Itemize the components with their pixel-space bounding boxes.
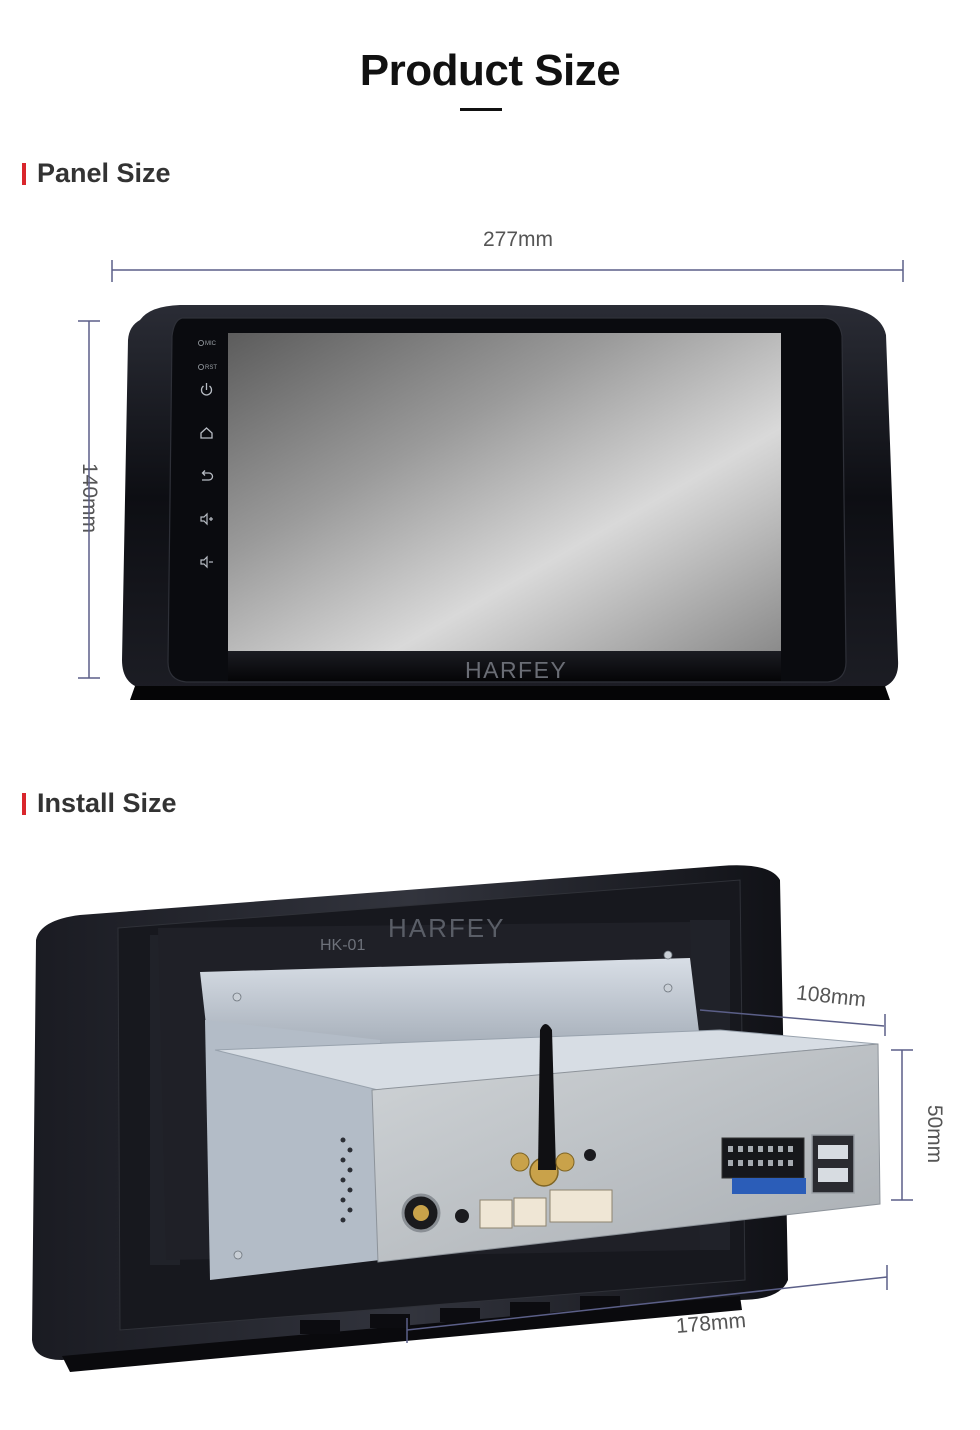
home-icon[interactable] (200, 427, 213, 439)
power-icon[interactable] (200, 383, 213, 396)
install-width-dimension-line (406, 1265, 888, 1343)
install-height-label: 50mm (923, 1104, 947, 1164)
install-depth-dimension-line (699, 1009, 886, 1036)
accent-bar (22, 792, 26, 815)
side-button-label: MIC (205, 341, 217, 347)
head-unit-panel (122, 305, 899, 700)
panel-height-dimension-line (78, 320, 100, 679)
mic-hole-icon (197, 339, 204, 346)
sticker-text: HK-01 (320, 937, 365, 954)
display-screen (228, 333, 781, 651)
accent-bar (22, 162, 26, 185)
volume-down-icon[interactable] (200, 555, 213, 569)
panel-width-dimension-line (111, 260, 904, 282)
panel-width-label: 277mm (483, 228, 554, 251)
back-icon[interactable] (201, 470, 214, 481)
side-button-label: RST (205, 365, 217, 371)
install-brand-text: HARFEY (388, 913, 505, 943)
panel-size-label: Panel Size (37, 158, 171, 188)
head-unit-rear-view: HK-01 (32, 865, 881, 1372)
page-title: Product Size (359, 46, 621, 95)
install-size-heading: Install Size (22, 788, 177, 819)
title-underline (460, 108, 502, 111)
panel-size-heading: Panel Size (22, 158, 171, 189)
reset-hole-icon (197, 363, 204, 370)
install-height-dimension-line (891, 1049, 913, 1201)
volume-up-icon[interactable] (200, 512, 213, 526)
panel-brand-text: HARFEY (465, 657, 567, 683)
install-size-label: Install Size (37, 788, 177, 818)
